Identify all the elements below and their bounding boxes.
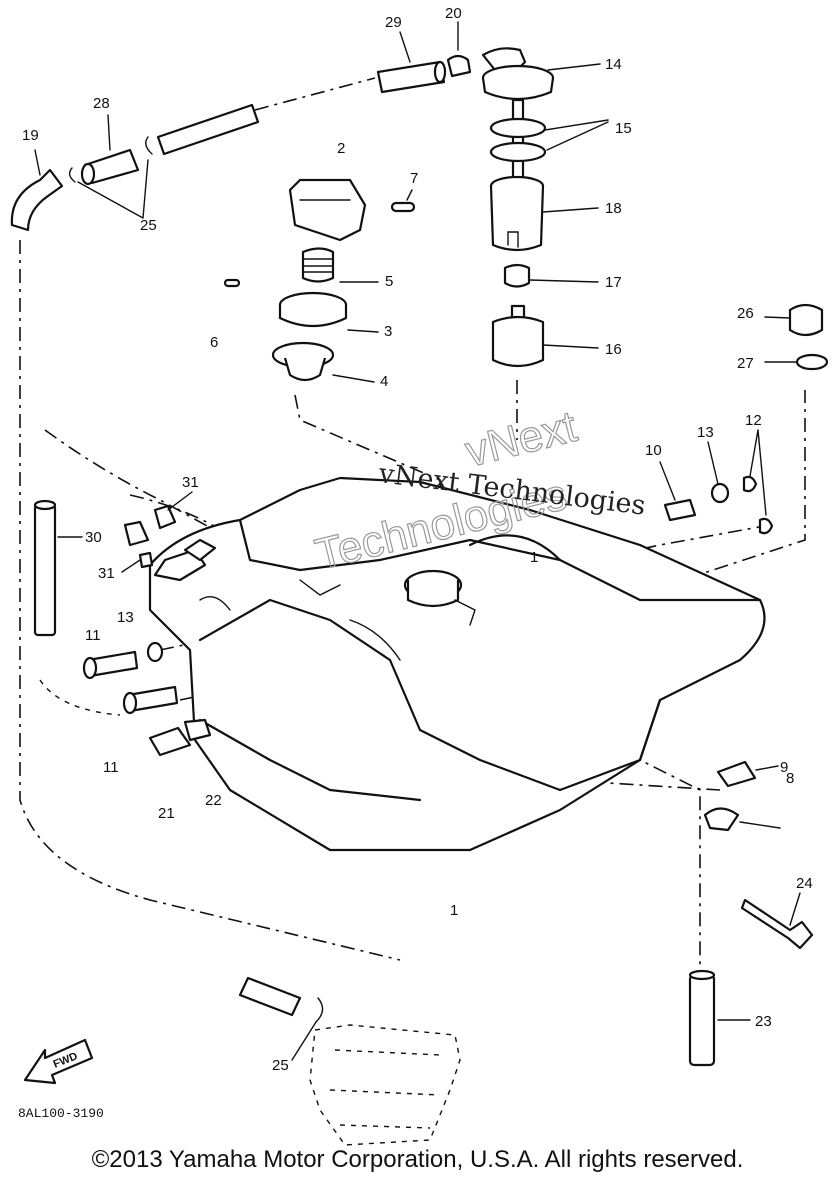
part-label-29: 29 bbox=[385, 14, 402, 31]
part-label-12: 12 bbox=[745, 412, 762, 429]
part-label-22: 22 bbox=[205, 792, 222, 809]
part-label-28: 28 bbox=[93, 95, 110, 112]
part-label-5: 5 bbox=[385, 273, 393, 290]
part-label-4: 4 bbox=[380, 373, 388, 390]
part-label-21: 21 bbox=[158, 805, 175, 822]
bottom-hoses bbox=[238, 969, 716, 1146]
left-side-fasteners bbox=[33, 499, 212, 757]
copyright-notice: ©2013 Yamaha Motor Corporation, U.S.A. A… bbox=[91, 1146, 744, 1173]
part-label-25-top: 25 bbox=[140, 217, 157, 234]
fuel-cap-assembly bbox=[223, 178, 416, 382]
part-label-8: 8 bbox=[786, 770, 794, 787]
forward-direction-arrow bbox=[23, 1038, 94, 1085]
part-label-31-top: 31 bbox=[182, 474, 199, 491]
part-label-14: 14 bbox=[605, 56, 622, 73]
part-label-25-bottom: 25 bbox=[272, 1057, 289, 1074]
part-label-23: 23 bbox=[755, 1013, 772, 1030]
diagram-code: 8AL100-3190 bbox=[18, 1106, 104, 1121]
part-label-17: 17 bbox=[605, 274, 622, 291]
part-label-11-bottom: 11 bbox=[103, 759, 119, 776]
part-label-3: 3 bbox=[384, 323, 392, 340]
part-label-6: 6 bbox=[210, 334, 218, 351]
watermark-outline-top: vNext bbox=[461, 402, 582, 477]
part-label-11-top: 11 bbox=[85, 627, 101, 644]
part-label-9: 9 bbox=[780, 759, 788, 776]
part-label-26: 26 bbox=[737, 305, 754, 322]
part-label-24: 24 bbox=[796, 875, 813, 892]
part-label-7: 7 bbox=[410, 170, 418, 187]
part-label-27: 27 bbox=[737, 355, 754, 372]
right-side-fasteners bbox=[663, 303, 829, 950]
part-label-15: 15 bbox=[615, 120, 632, 137]
part-label-10: 10 bbox=[645, 442, 662, 459]
part-label-20: 20 bbox=[445, 5, 462, 22]
part-label-2: 2 bbox=[337, 140, 345, 157]
part-label-13-left: 13 bbox=[117, 609, 134, 626]
part-label-18: 18 bbox=[605, 200, 622, 217]
part-label-30: 30 bbox=[85, 529, 102, 546]
part-label-1-tank-bottom: 1 bbox=[450, 902, 458, 919]
part-label-19: 19 bbox=[22, 127, 39, 144]
part-label-13-right: 13 bbox=[697, 424, 714, 441]
vent-hoses bbox=[10, 54, 472, 232]
part-label-1-tank-top: 1 bbox=[530, 549, 538, 566]
fuel-tank-body bbox=[148, 476, 766, 852]
fuel-pump-assembly bbox=[481, 47, 555, 368]
part-label-16: 16 bbox=[605, 341, 622, 358]
part-label-31-bottom: 31 bbox=[98, 565, 115, 582]
